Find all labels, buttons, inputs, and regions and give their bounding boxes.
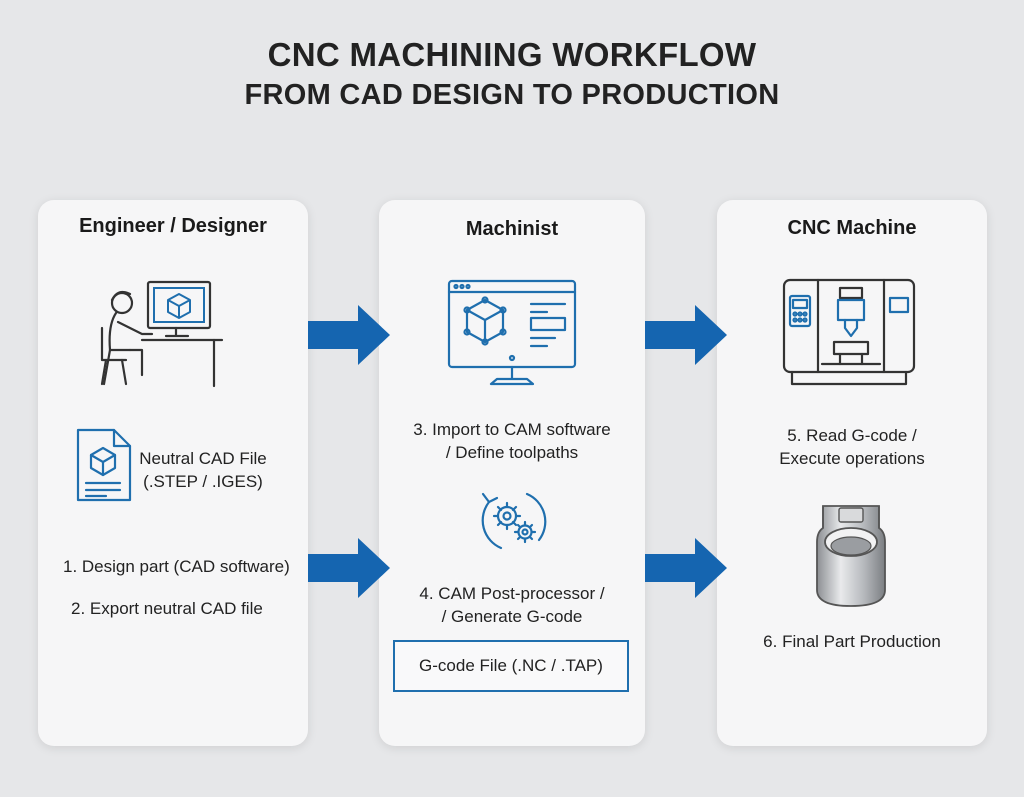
gcode-file-box: G-code File (.NC / .TAP) (393, 640, 629, 692)
flow-arrow-icon (308, 538, 390, 598)
engineer-heading: Engineer / Designer (79, 215, 267, 237)
cad-file-label: Neutral CAD File (139, 449, 267, 468)
engineer-column: Engineer / Designer (38, 200, 308, 746)
cnc-machine-column: CNC Machine 5. Read G-code / Execute ope… (717, 200, 987, 746)
step-3-line-2: / Define toolpaths (445, 443, 579, 462)
step-1: 1. Design part (CAD software) (63, 557, 290, 576)
step-3-line-1: 3. Import to CAM software (413, 420, 611, 439)
cad-file-icon (76, 428, 132, 502)
cnc-machine-heading: CNC Machine (787, 217, 917, 239)
cam-software-monitor-icon (447, 279, 577, 386)
step-6: 6. Final Part Production (763, 632, 941, 651)
page-title: CNC MACHINING WORKFLOW (267, 36, 757, 73)
machinist-column: Machinist 3. Import to CAM software / De… (379, 200, 645, 746)
step-4-line-2: / Generate G-code (441, 607, 583, 626)
step-2: 2. Export neutral CAD file (71, 599, 263, 618)
gears-cycle-icon (481, 492, 547, 550)
cad-file-extensions: (.STEP / .IGES) (143, 472, 263, 491)
machined-part-icon (816, 505, 886, 607)
flow-arrow-icon (645, 305, 727, 365)
flow-arrow-icon (645, 538, 727, 598)
flow-arrow-icon (308, 305, 390, 365)
machinist-heading: Machinist (465, 218, 559, 240)
step-5-line-2: Execute operations (779, 449, 925, 468)
step-5-line-1: 5. Read G-code / (787, 426, 917, 445)
step-4-line-1: 4. CAM Post-processor / (419, 584, 605, 603)
cnc-machine-icon (782, 278, 916, 386)
page-subtitle: FROM CAD DESIGN TO PRODUCTION (244, 79, 780, 111)
designer-at-computer-icon (100, 280, 224, 388)
